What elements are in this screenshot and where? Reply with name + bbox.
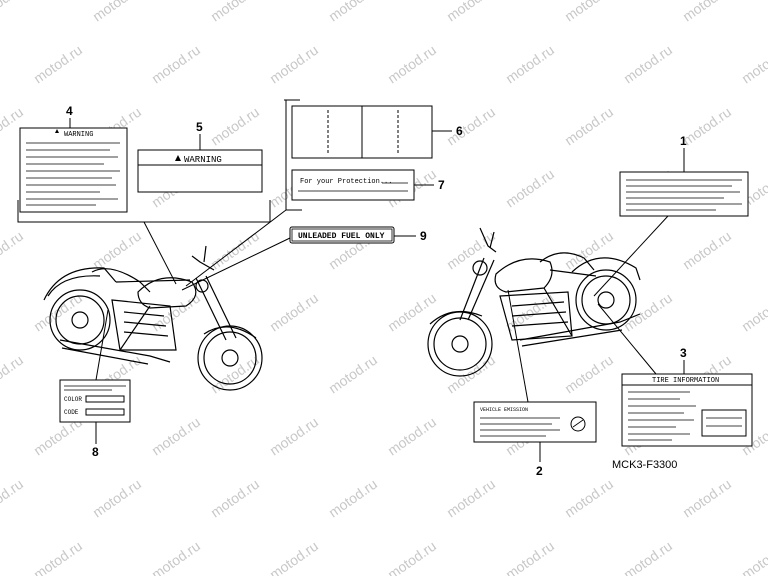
label-9-text: UNLEADED FUEL ONLY [298,232,385,241]
callout-8: 8 [92,445,99,459]
label-8-color: COLOR [64,396,82,403]
watermark-text: motod.ru [149,414,203,459]
label-7-title: For your Protection... [300,178,392,186]
watermark-text: motod.ru [680,476,734,521]
callout-3: 3 [680,346,687,360]
callout-4: 4 [66,104,73,118]
watermark-text: motod.ru [90,228,144,273]
pointer-1 [593,215,669,297]
watermark-text: motod.ru [0,476,26,521]
watermark-text: motod.ru [562,352,616,397]
label-5-warning: WARNING [137,149,263,193]
watermark-text: motod.ru [562,0,616,24]
pointer-6-7 [185,209,287,287]
label-8-color-code: COLOR CODE [59,379,131,423]
pointer-3 [597,303,657,375]
pointer-4-5 [143,221,177,285]
watermark-text: motod.ru [385,42,439,87]
label-9-unleaded-fuel: UNLEADED FUEL ONLY [289,226,395,244]
watermark-text: motod.ru [680,104,734,149]
watermark-text: motod.ru [444,0,498,24]
watermark-text: motod.ru [503,166,557,211]
watermark-text: motod.ru [90,476,144,521]
watermark-text: motod.ru [680,228,734,273]
watermark-text: motod.ru [621,290,675,335]
watermark-text: motod.ru [385,538,439,576]
label-1-panel [619,171,749,217]
watermark-text: motod.ru [562,476,616,521]
watermark-text: motod.ru [621,538,675,576]
watermark-text: motod.ru [680,0,734,24]
callout-2: 2 [536,464,543,478]
label-2-title: VEHICLE EMISSION [480,407,528,413]
watermark-text: motod.ru [326,0,380,24]
pointer-9 [181,237,291,291]
watermark-text: motod.ru [0,352,26,397]
callout-9: 9 [420,229,427,243]
watermark-text: motod.ru [621,42,675,87]
watermark-text: motod.ru [326,352,380,397]
label-2-vehicle-emission: VEHICLE EMISSION [473,401,597,443]
pointer-8 [95,309,109,381]
emission-logo-icon [570,416,586,432]
callout-6: 6 [456,124,463,138]
warning-triangle-icon [175,155,181,161]
label-4-title: WARNING [64,131,93,139]
watermark-text: motod.ru [444,228,498,273]
watermark-text: motod.ru [31,42,85,87]
watermark-text: motod.ru [90,0,144,24]
watermark-text: motod.ru [444,476,498,521]
label-8-code: CODE [64,409,79,416]
watermark-text: motod.ru [739,290,768,335]
watermark-text: motod.ru [208,0,262,24]
motorcycle-right-view [427,227,641,377]
watermark-text: motod.ru [562,104,616,149]
watermark-text: motod.ru [0,0,26,24]
label-4-warning-panel: WARNING [19,127,128,213]
watermark-text: motod.ru [739,42,768,87]
watermark-text: motod.ru [267,290,321,335]
warning-triangle-icon [55,129,59,133]
callout-1: 1 [680,134,687,148]
label-5-title: WARNING [184,155,222,165]
watermark-text: motod.ru [31,538,85,576]
label-7-protection: For your Protection... [291,169,415,201]
callout-7: 7 [438,178,445,192]
watermark-text: motod.ru [208,104,262,149]
watermark-text: motod.ru [503,42,557,87]
watermark-text: motod.ru [208,476,262,521]
watermark-text: motod.ru [267,42,321,87]
callout-5: 5 [196,120,203,134]
watermark-text: motod.ru [385,414,439,459]
label-6-double-panel [291,105,433,159]
label-3-tire-information: TIRE INFORMATION [621,373,753,447]
watermark-text: motod.ru [739,538,768,576]
watermark-text: motod.ru [267,538,321,576]
watermark-text: motod.ru [503,538,557,576]
watermark-text: motod.ru [444,104,498,149]
label-3-title: TIRE INFORMATION [652,377,719,385]
watermark-text: motod.ru [562,228,616,273]
pointer-2 [507,289,529,403]
watermark-text: motod.ru [149,42,203,87]
watermark-text: motod.ru [326,476,380,521]
diagram-code: MCK3-F3300 [612,459,677,471]
watermark-text: motod.ru [0,228,26,273]
watermark-text: motod.ru [385,290,439,335]
watermark-text: motod.ru [149,538,203,576]
pointer-lines [95,209,669,403]
watermark-text: motod.ru [267,414,321,459]
